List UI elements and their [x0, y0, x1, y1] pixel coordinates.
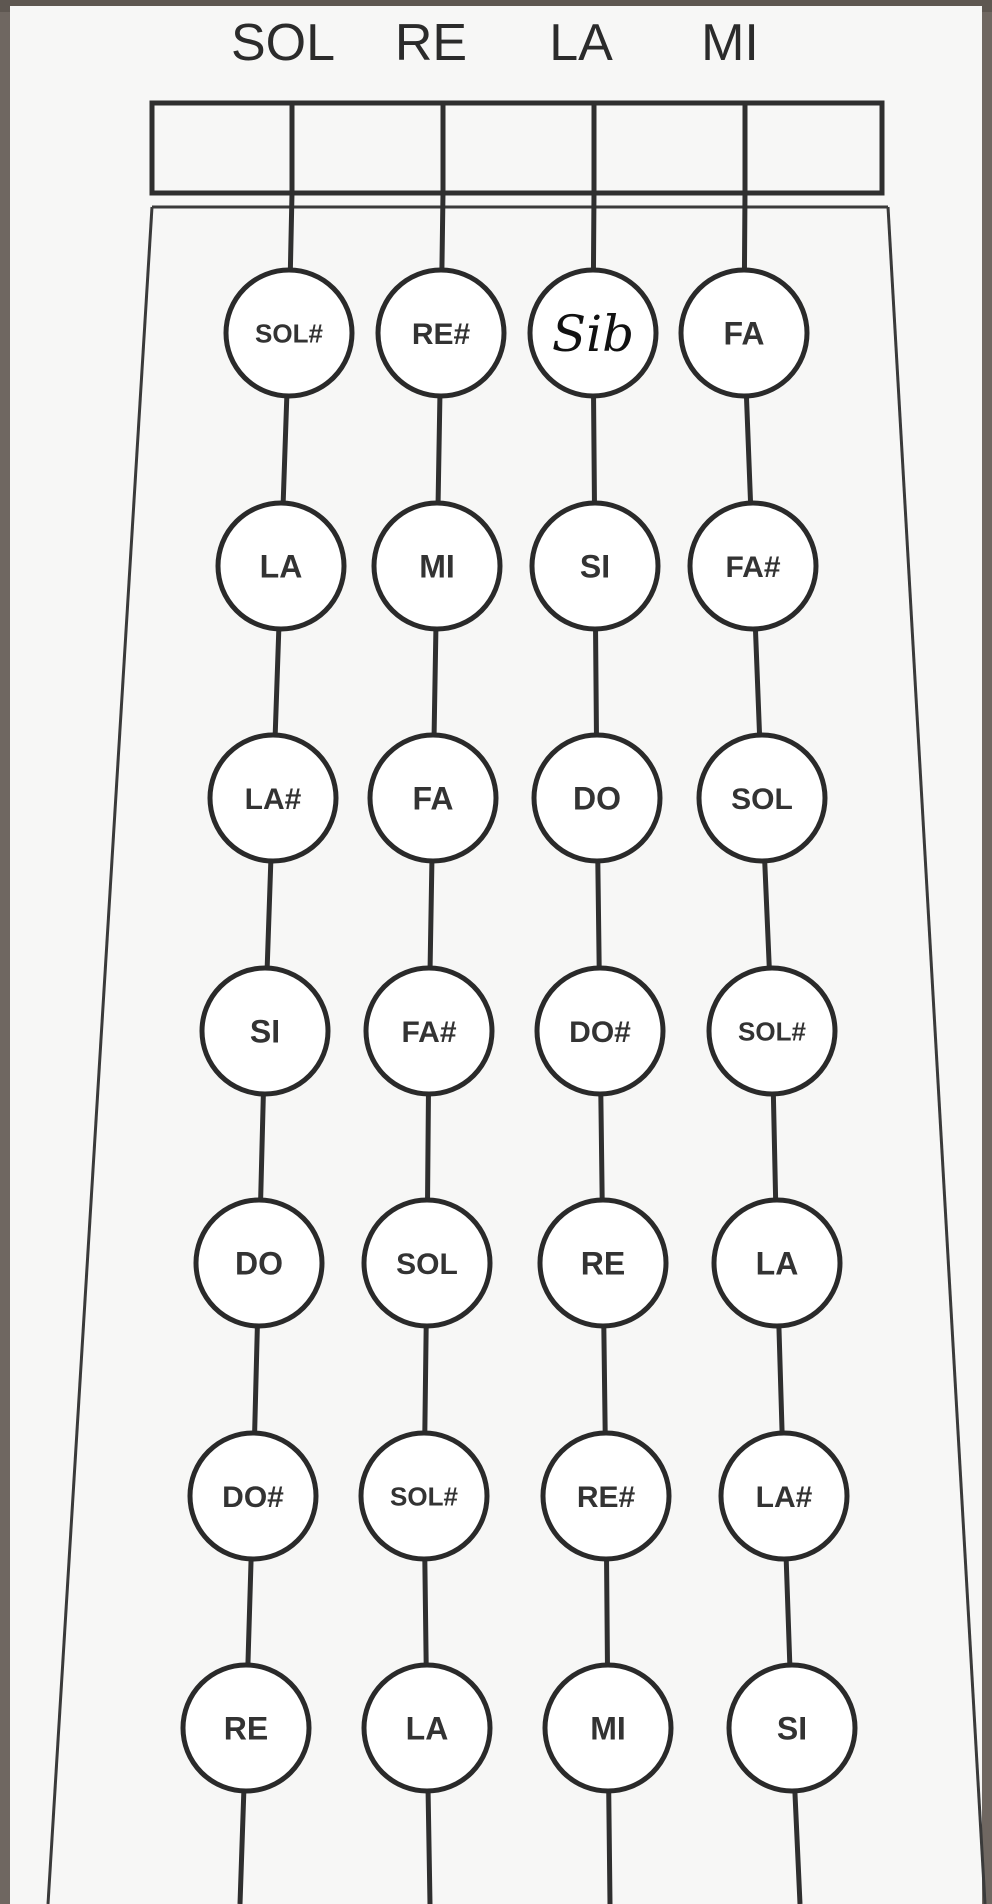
note-label: FA: [724, 316, 765, 352]
string-label-sol: SOL: [231, 14, 335, 72]
note-la-sharp: LA#: [721, 1433, 847, 1559]
note-label: SOL: [396, 1248, 458, 1281]
note-mi: MI: [374, 503, 500, 629]
note-fa-sharp: FA#: [690, 503, 816, 629]
note-label: SI: [250, 1014, 280, 1050]
note-si: SI: [532, 503, 658, 629]
note-do-sharp: DO#: [190, 1433, 316, 1559]
note-label: SOL#: [390, 1481, 458, 1511]
note-mi: MI: [545, 1665, 671, 1791]
note-label: SOL#: [255, 318, 323, 348]
note-la: LA: [364, 1665, 490, 1791]
note-fa-sharp: FA#: [366, 968, 492, 1094]
note-label: SI: [580, 549, 610, 585]
note-la: LA: [714, 1200, 840, 1326]
note-sol: SOL: [699, 735, 825, 861]
note-label: RE#: [412, 318, 471, 351]
note-re: RE: [183, 1665, 309, 1791]
note-label: SOL: [731, 783, 793, 816]
string-label-la: LA: [549, 14, 613, 72]
note-si: SI: [202, 968, 328, 1094]
note-do: DO: [196, 1200, 322, 1326]
string-label-re: RE: [395, 14, 467, 72]
nut-rectangle: [152, 103, 882, 193]
note-label: MI: [419, 549, 455, 585]
note-si: SI: [729, 1665, 855, 1791]
note-label: FA#: [725, 551, 780, 584]
fingerboard-outline: [48, 207, 985, 1904]
note-label: LA: [260, 549, 303, 585]
note-sol-sharp: SOL#: [226, 270, 352, 396]
note-label: SOL#: [738, 1016, 806, 1046]
note-label: LA: [406, 1711, 449, 1747]
fingerboard-left-edge: [48, 207, 152, 1904]
string-label-mi: MI: [701, 14, 759, 72]
note-la-sharp: LA#: [210, 735, 336, 861]
note-label: LA#: [756, 1481, 813, 1514]
note-label: DO#: [569, 1016, 631, 1049]
note-sol: SOL: [364, 1200, 490, 1326]
note-label: RE#: [577, 1481, 636, 1514]
note-label: RE: [581, 1246, 625, 1282]
note-label: DO#: [222, 1481, 284, 1514]
note-do-sharp: DO#: [537, 968, 663, 1094]
note-re-sharp: RE#: [543, 1433, 669, 1559]
note-label: RE: [224, 1711, 268, 1747]
nut-box: [152, 103, 888, 207]
fingerboard-right-edge: [888, 207, 985, 1904]
note-fa: FA: [681, 270, 807, 396]
note-do: DO: [534, 735, 660, 861]
note-fa: FA: [370, 735, 496, 861]
string-name-labels: SOL RE LA MI: [231, 14, 759, 72]
note-label: SI: [777, 1711, 807, 1747]
handwritten-note-label: Sib: [552, 305, 634, 363]
note-sol-sharp: SOL#: [709, 968, 835, 1094]
note-label: LA: [756, 1246, 799, 1282]
note-sol-sharp: SOL#: [361, 1433, 487, 1559]
note-label: DO: [235, 1246, 283, 1282]
note-sib: Sib: [530, 270, 656, 396]
note-label: DO: [573, 781, 621, 817]
note-re-sharp: RE#: [378, 270, 504, 396]
note-la: LA: [218, 503, 344, 629]
note-label: LA#: [245, 783, 302, 816]
note-label: FA: [413, 781, 454, 817]
note-label: FA#: [401, 1016, 456, 1049]
note-label: MI: [590, 1711, 626, 1747]
note-re: RE: [540, 1200, 666, 1326]
